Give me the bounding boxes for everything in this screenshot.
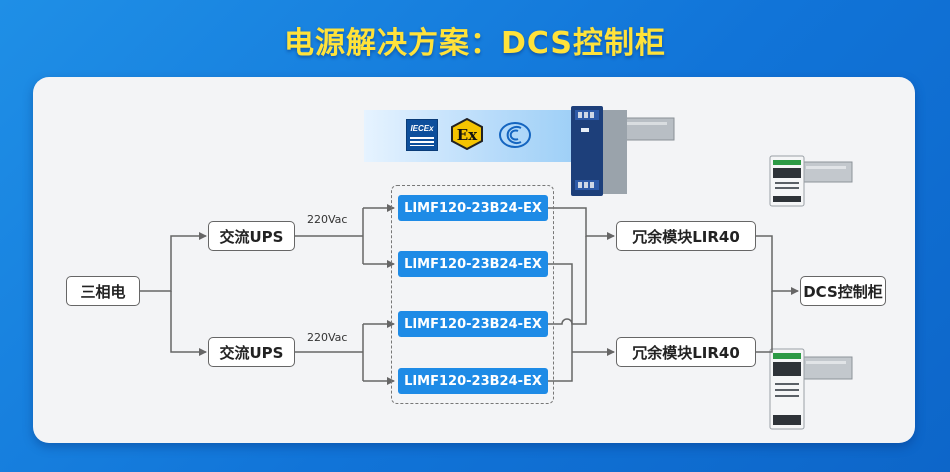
ac-ups-top-node: 交流UPS: [208, 221, 295, 251]
redundancy-module-image: [769, 155, 853, 207]
psu-node-3: LIMF120-23B24-EX: [398, 311, 548, 337]
psu-node-2: LIMF120-23B24-EX: [398, 251, 548, 277]
power-supply-image: [571, 106, 675, 196]
redundancy-module-bottom-node: 冗余模块LIR40: [616, 337, 756, 367]
redundancy-module-image: [769, 348, 853, 430]
psu-node-1: LIMF120-23B24-EX: [398, 195, 548, 221]
ac-ups-bottom-node: 交流UPS: [208, 337, 295, 367]
ex-logo: Ex: [451, 118, 483, 150]
voltage-label-top: 220Vac: [307, 213, 348, 226]
psu-group-outline: [391, 185, 554, 404]
dcs-cabinet-node: DCS控制柜: [800, 276, 886, 306]
ccc-logo: [499, 122, 531, 148]
page-title: 电源解决方案：DCS控制柜: [283, 26, 667, 61]
voltage-label-bottom: 220Vac: [307, 331, 348, 344]
redundancy-module-top-node: 冗余模块LIR40: [616, 221, 756, 251]
iecex-label: IECEx: [410, 124, 434, 133]
certification-strip: IECEx Ex: [364, 110, 572, 162]
svg-text:Ex: Ex: [457, 126, 478, 144]
iecex-logo: IECEx: [406, 119, 438, 151]
psu-node-4: LIMF120-23B24-EX: [398, 368, 548, 394]
three-phase-power-node: 三相电: [66, 276, 140, 306]
